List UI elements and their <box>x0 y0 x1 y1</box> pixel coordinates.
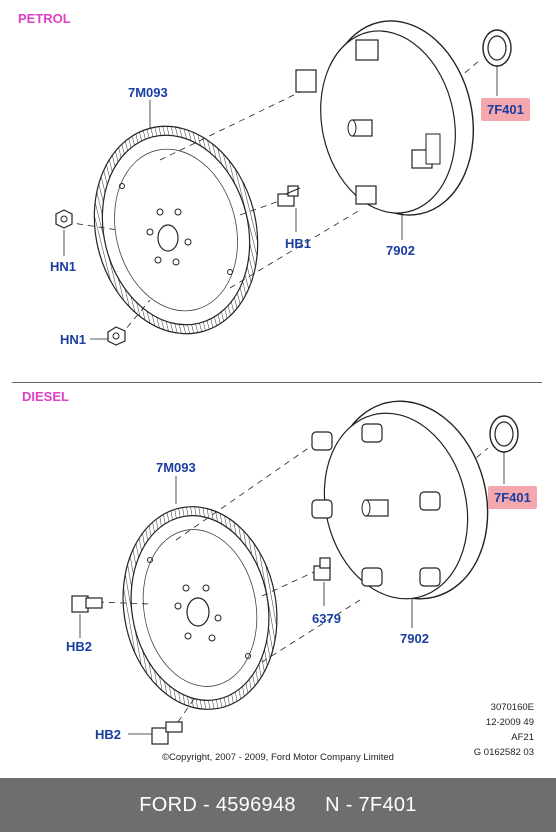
diagram-meta: 3070160E 12-2009 49 AF21 G 0162582 03 <box>434 700 534 760</box>
petrol-seal-drawing <box>482 29 512 67</box>
petrol-label-bolt[interactable]: HB1 <box>285 236 312 251</box>
footer-brand: FORD <box>139 793 198 816</box>
petrol-bolt-drawing <box>277 185 301 207</box>
petrol-nut-lower-drawing <box>107 326 126 346</box>
section-divider <box>12 382 542 383</box>
footer-gap <box>296 794 325 817</box>
copyright-notice: ©Copyright, 2007 - 2009, Ford Motor Comp… <box>162 752 394 763</box>
diesel-seal-drawing <box>489 415 519 453</box>
diagram-drawing <box>55 20 519 745</box>
petrol-label-nut-lower[interactable]: HN1 <box>60 332 87 347</box>
diesel-label-bolt-upper[interactable]: HB2 <box>66 639 93 654</box>
section-label-diesel: DIESEL <box>22 389 69 404</box>
diesel-flywheel-drawing <box>122 506 278 710</box>
meta-line-2: 12-2009 49 <box>485 717 534 728</box>
diesel-label-converter[interactable]: 7902 <box>400 631 429 646</box>
diesel-bolt-right-drawing <box>313 557 331 581</box>
footer-part-number: 4596948 <box>215 793 296 816</box>
diesel-label-flywheel[interactable]: 7M093 <box>156 460 196 475</box>
diesel-converter-drawing <box>311 400 489 600</box>
petrol-label-flywheel[interactable]: 7M093 <box>128 85 168 100</box>
diesel-label-bolt-right[interactable]: 6379 <box>312 611 341 626</box>
footer-bar: FORD - 4596948 N - 7F401 <box>0 778 556 832</box>
petrol-label-converter[interactable]: 7902 <box>386 243 415 258</box>
footer-ref: N - 7F401 <box>325 793 417 816</box>
petrol-label-nut-upper[interactable]: HN1 <box>50 259 77 274</box>
meta-line-1: 3070160E <box>490 702 534 713</box>
footer-sep-1: - <box>197 793 216 816</box>
petrol-flywheel-drawing <box>93 125 259 335</box>
meta-line-3: AF21 <box>511 732 534 743</box>
section-label-petrol: PETROL <box>18 11 71 26</box>
parts-diagram: PETROL DIESEL 7M093 HN1 HN1 HB1 7902 7F4… <box>12 11 542 763</box>
diesel-label-seal-highlighted[interactable]: 7F401 <box>488 486 537 509</box>
meta-line-4: G 0162582 03 <box>473 747 534 758</box>
petrol-label-seal-highlighted[interactable]: 7F401 <box>481 98 530 121</box>
petrol-nut-upper-drawing <box>55 209 73 229</box>
diesel-bolt-lower-drawing <box>151 721 183 745</box>
diesel-label-bolt-lower[interactable]: HB2 <box>95 727 122 742</box>
petrol-converter-drawing <box>295 20 475 216</box>
diesel-bolt-upper-drawing <box>71 595 103 613</box>
